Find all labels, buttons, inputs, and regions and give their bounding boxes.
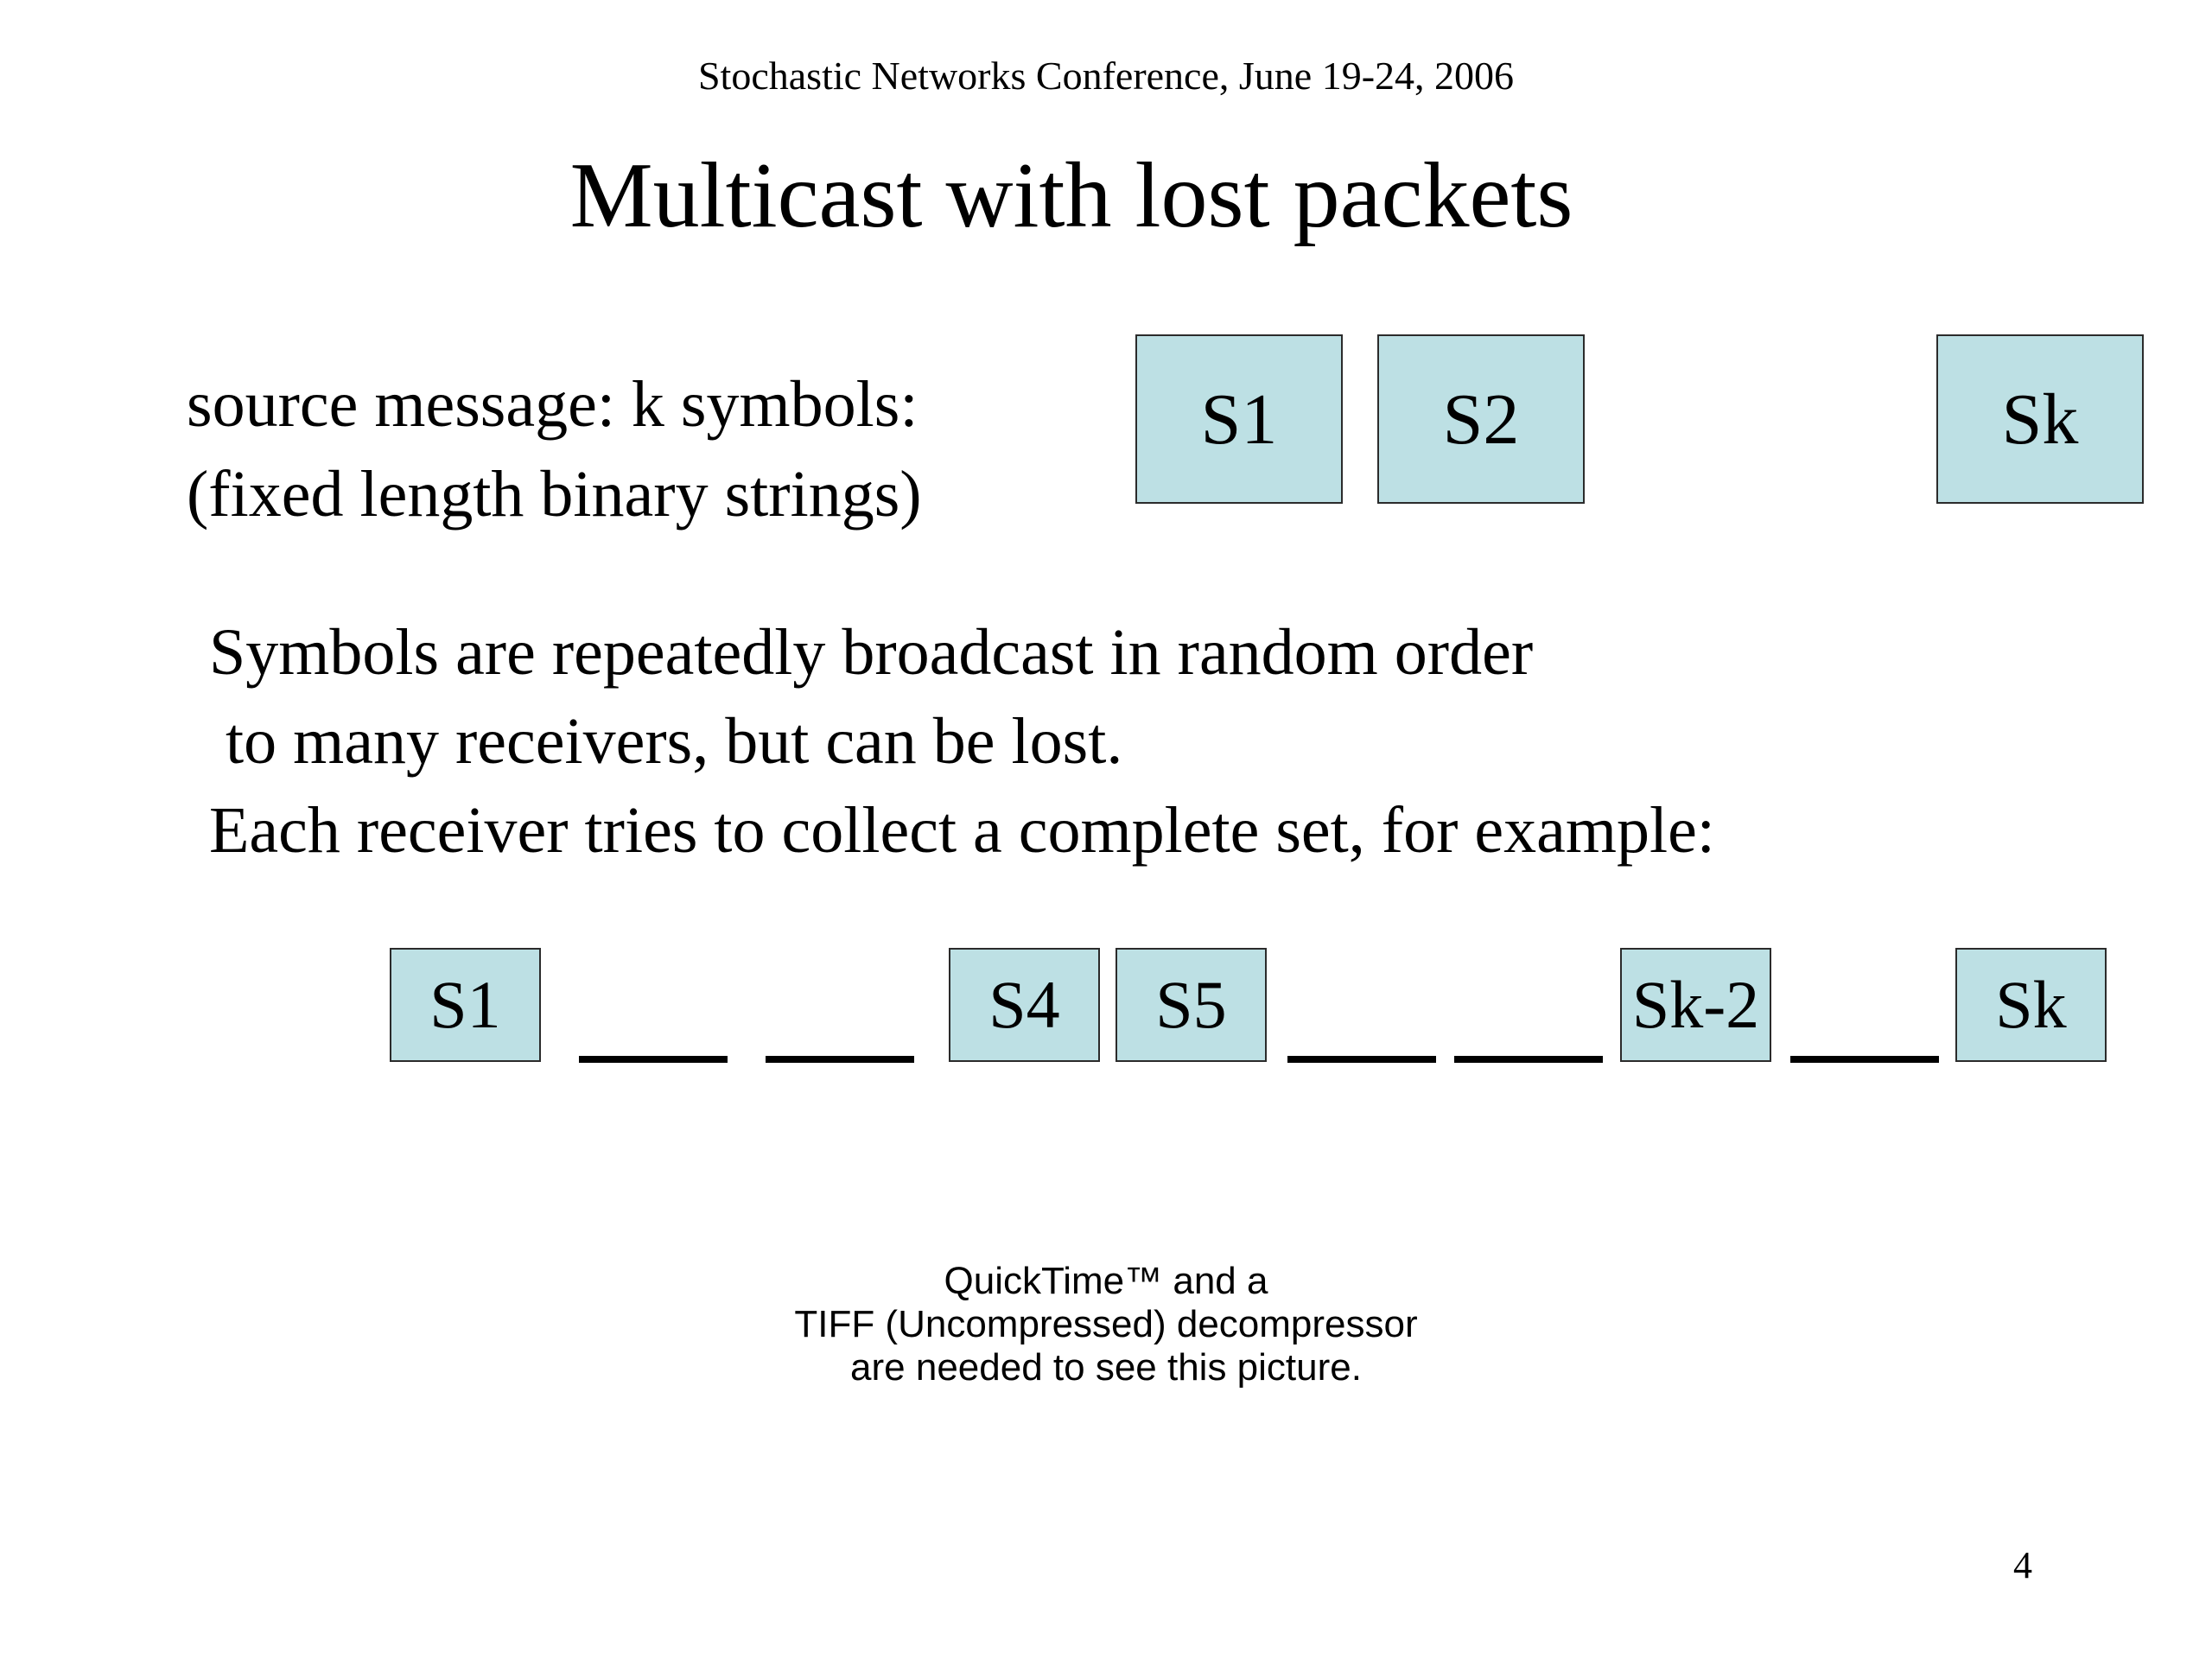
missing-image-placeholder: QuickTime™ and a TIFF (Uncompressed) dec… (0, 1260, 2212, 1389)
received-symbol-box: S4 (949, 948, 1100, 1062)
symbol-label: S2 (1442, 378, 1520, 460)
received-symbol-box: S1 (390, 948, 541, 1062)
symbol-label: Sk (1995, 967, 2067, 1042)
placeholder-text-line: TIFF (Uncompressed) decompressor (794, 1303, 1418, 1345)
source-message-note: (fixed length binary strings) (187, 458, 922, 531)
symbol-label: S4 (988, 967, 1060, 1042)
symbol-label: S1 (1200, 378, 1278, 460)
body-text-line: to many receivers, but can be lost. (209, 705, 1123, 778)
received-symbol-box: S5 (1116, 948, 1267, 1062)
page-number: 4 (2013, 1544, 2032, 1586)
received-symbol-box: Sk (1955, 948, 2107, 1062)
lost-symbol-blank (579, 1056, 728, 1063)
lost-symbol-blank (766, 1056, 914, 1063)
lost-symbol-blank (1790, 1056, 1939, 1063)
lost-symbol-blank (1287, 1056, 1436, 1063)
body-text-line: Symbols are repeatedly broadcast in rand… (209, 616, 1534, 689)
source-symbol-box: Sk (1936, 334, 2144, 504)
source-message-label: source message: k symbols: (187, 368, 918, 441)
source-symbol-box: S2 (1377, 334, 1585, 504)
source-symbol-box: S1 (1135, 334, 1343, 504)
symbol-label: S5 (1155, 967, 1227, 1042)
slide-title: Multicast with lost packets (569, 144, 1573, 247)
placeholder-text-line: QuickTime™ and a (944, 1260, 1268, 1302)
body-text-line: Each receiver tries to collect a complet… (209, 794, 1715, 867)
symbol-label: S1 (429, 967, 501, 1042)
lost-symbol-blank (1454, 1056, 1603, 1063)
conference-header: Stochastic Networks Conference, June 19-… (697, 54, 1515, 98)
placeholder-text-line: are needed to see this picture. (850, 1346, 1362, 1389)
symbol-label: Sk (2001, 378, 2079, 460)
received-symbol-box: Sk-2 (1620, 948, 1771, 1062)
symbol-label: Sk-2 (1631, 967, 1760, 1042)
